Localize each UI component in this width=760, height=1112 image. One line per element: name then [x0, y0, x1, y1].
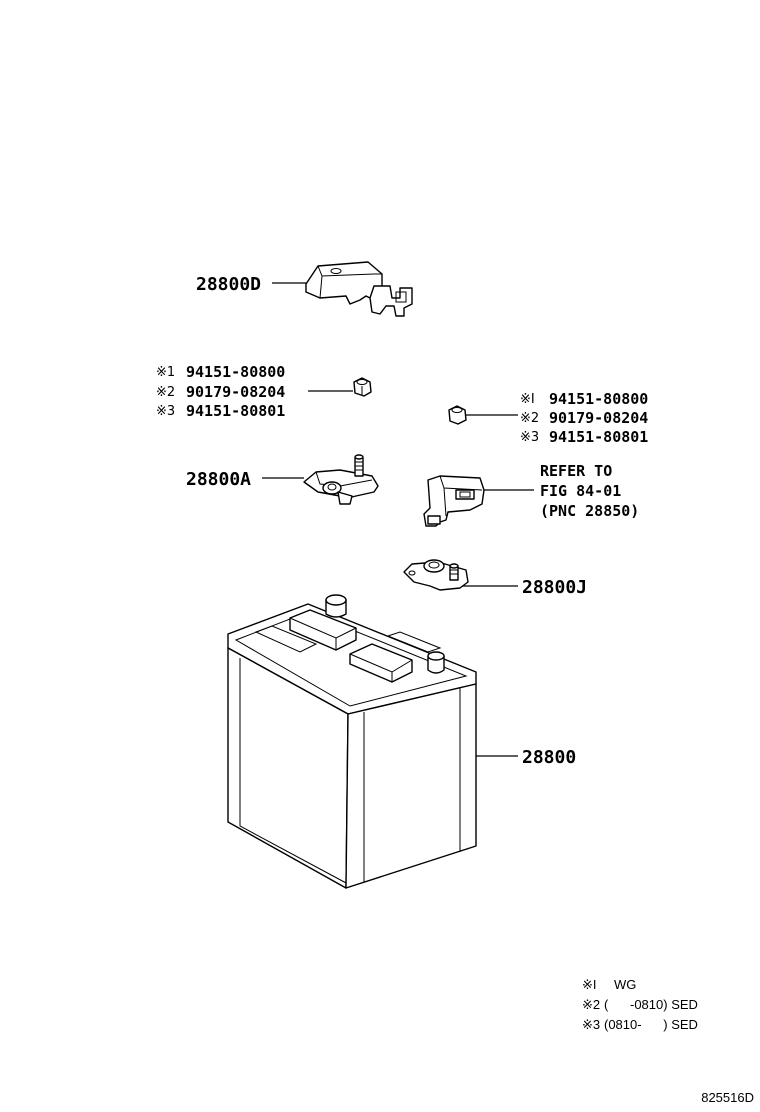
- part-number: 90179-08204: [549, 409, 648, 427]
- mark: ※3: [520, 430, 539, 445]
- legend-text: (0810- ) SED: [604, 1017, 698, 1032]
- terminal-cover-part: [305, 261, 413, 317]
- terminal-clamp-j-part: [403, 559, 469, 591]
- part-label-28800j: 28800J: [522, 577, 587, 598]
- part-number: 94151-80800: [186, 363, 285, 381]
- legend-text: WG: [614, 977, 636, 992]
- legend-mark: ※2: [582, 997, 600, 1012]
- part-label-28800a: 28800A: [186, 469, 251, 490]
- battery-part: [227, 594, 477, 889]
- part-number: 94151-80801: [549, 428, 648, 446]
- terminal-clamp-a-part: [303, 454, 379, 505]
- part-label-28800d: 28800D: [196, 274, 261, 295]
- mark: ※2: [520, 411, 539, 426]
- refer-line-1: REFER TO: [540, 462, 612, 480]
- nut-left: [353, 377, 372, 397]
- mark: ※1: [156, 365, 175, 380]
- legend-text: ( -0810) SED: [604, 997, 698, 1012]
- refer-line-2: FIG 84-01: [540, 482, 621, 500]
- nut-right-partlist: ※I 94151-80800 ※2 90179-08204 ※3 94151-8…: [520, 390, 648, 446]
- mark: ※I: [520, 392, 535, 407]
- refer-note: REFER TO FIG 84-01 (PNC 28850): [540, 462, 639, 520]
- mark: ※2: [156, 385, 175, 400]
- nut-left-partlist: ※1 94151-80800 ※2 90179-08204 ※3 94151-8…: [156, 363, 285, 420]
- part-number: 94151-80800: [549, 390, 648, 408]
- part-number: 90179-08204: [186, 383, 285, 401]
- refer-line-3: (PNC 28850): [540, 502, 639, 520]
- legend-mark: ※I: [582, 977, 597, 992]
- mark: ※3: [156, 404, 175, 419]
- part-number: 94151-80801: [186, 402, 285, 420]
- figure-code: 825516D: [701, 1090, 754, 1105]
- legend-mark: ※3: [582, 1017, 600, 1032]
- nut-right: [448, 405, 467, 425]
- applicability-legend: ※I WG ※2 ( -0810) SED ※3 (0810- ) SED: [582, 977, 698, 1032]
- part-label-28800: 28800: [522, 747, 576, 768]
- fusible-link-part: [423, 475, 485, 527]
